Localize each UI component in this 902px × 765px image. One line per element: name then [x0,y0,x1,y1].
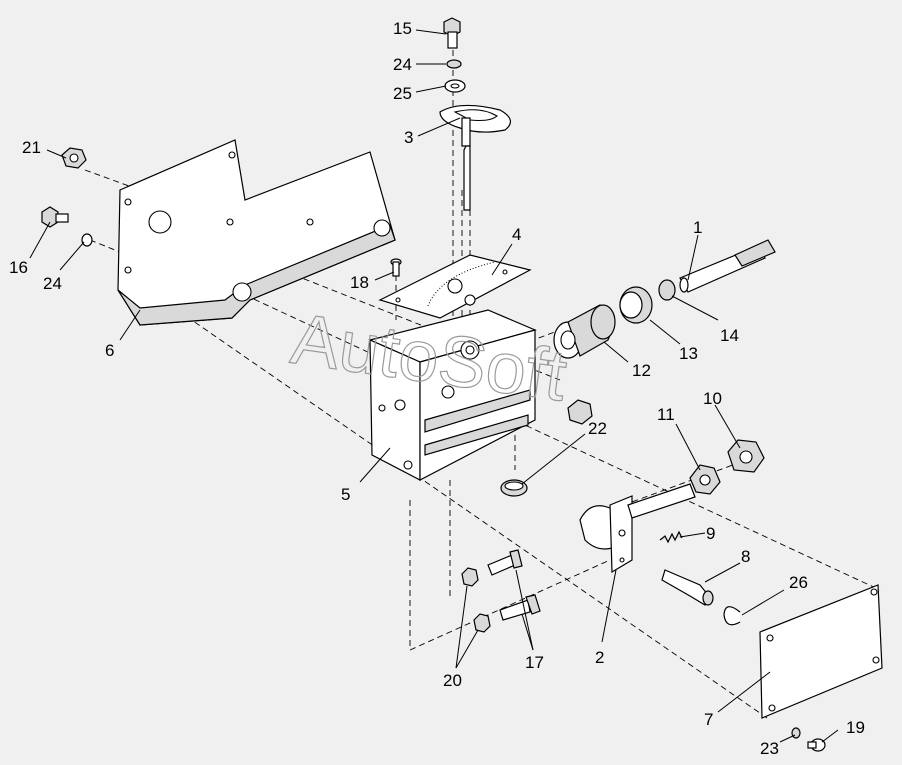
nut-part-21 [61,147,87,169]
callout-1: 1 [693,218,702,237]
callout-15: 15 [393,19,412,38]
callout-24-left: 24 [43,274,62,293]
spring-part-9 [659,530,683,544]
callout-9: 9 [706,524,715,543]
callout-3: 3 [404,128,413,147]
callout-7: 7 [704,710,713,729]
callout-2: 2 [595,648,604,667]
clip-part-26 [723,606,741,626]
washer-part-22 [500,479,528,497]
washer-part-24-top [446,59,462,69]
washer-part-25 [444,79,466,93]
callout-6: 6 [105,341,114,360]
pin-part-8 [661,569,714,606]
nut-part-11 [689,464,721,495]
lever-plate-part-2 [579,483,696,574]
bolts-part-17 [487,549,541,621]
callout-19: 19 [846,718,865,737]
callout-leader-lines [29,29,839,743]
bolt-part-15 [443,17,461,49]
callout-17: 17 [525,653,544,672]
callout-11: 11 [657,405,675,424]
bolt-part-16 [41,206,69,228]
callout-4: 4 [512,225,521,244]
cover-plate-part-7 [759,584,883,719]
bracket-part-6 [117,139,396,326]
shaft-part-1 [679,239,776,293]
callout-25: 25 [393,84,412,103]
ring-part-14 [658,279,676,301]
screw-part-18 [390,258,402,277]
washer-part-23 [791,727,801,739]
callout-18: 18 [350,273,369,292]
callout-10: 10 [703,389,722,408]
nuts-part-20 [461,567,491,633]
nut-part-10 [727,439,765,473]
lever-part-3 [439,104,511,211]
callout-26: 26 [789,573,808,592]
washer-part-24-left [81,233,93,247]
callout-13: 13 [679,344,698,363]
fitting-part-12 [553,304,616,359]
nut-part-13 [619,286,653,324]
callout-22: 22 [588,419,607,438]
scale-plate-part-4 [378,254,532,319]
callout-labels: 15 24 25 3 21 16 24 6 18 4 5 12 13 14 1 … [9,19,865,758]
housing-part-5 [368,309,537,481]
callout-12: 12 [632,361,651,380]
housing-nut [567,399,593,425]
callout-21: 21 [22,138,41,157]
screw-part-19 [807,738,826,752]
callout-14: 14 [720,326,739,345]
callout-5: 5 [341,485,350,504]
callout-23: 23 [760,739,779,758]
callout-8: 8 [741,547,750,566]
callout-16: 16 [9,258,28,277]
callout-24-top: 24 [393,55,412,74]
callout-20: 20 [443,671,462,690]
